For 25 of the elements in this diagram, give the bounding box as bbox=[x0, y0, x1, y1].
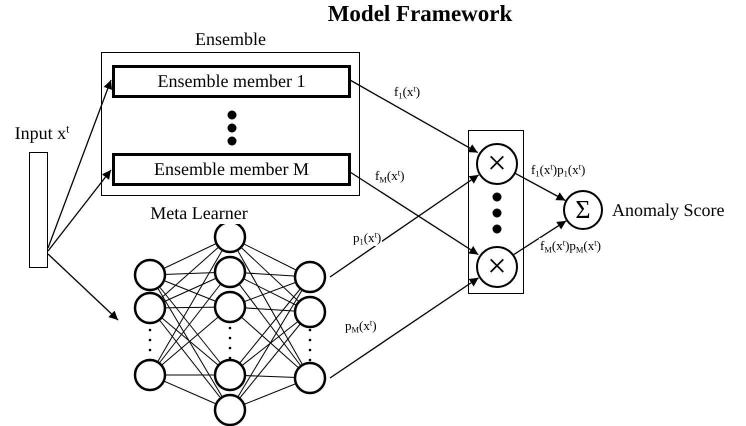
product-frame bbox=[468, 130, 524, 294]
multiply-circle: × bbox=[476, 143, 518, 185]
arrow bbox=[350, 79, 478, 154]
input-label: Input x$^{t}$ bbox=[14, 122, 70, 144]
arrow bbox=[47, 80, 112, 248]
arrow bbox=[48, 254, 118, 320]
arrow bbox=[47, 170, 112, 252]
arrow bbox=[513, 220, 567, 256]
edge-label: p$_{1}$(x$^{t}$) bbox=[352, 230, 382, 246]
edge-label: f$_{1}$(x$^{t}$) bbox=[393, 84, 422, 100]
process-box: Ensemble member 1 bbox=[112, 65, 351, 98]
arrow bbox=[350, 171, 479, 256]
edge-label: f$_{M}$(x$^{t}$)p$_{M}$(x$^{t}$) bbox=[539, 238, 602, 254]
edge-label: f$_{1}$(x$^{t}$)p$_{1}$(x$^{t}$) bbox=[530, 162, 586, 178]
edge-label: p$_{M}$(x$^{t}$) bbox=[344, 318, 378, 334]
process-box: Ensemble member M bbox=[112, 153, 351, 186]
group-heading: Ensemble bbox=[194, 28, 267, 50]
diagram-title: Model Framework bbox=[326, 0, 514, 28]
sum-circle: Σ bbox=[563, 190, 603, 230]
arrow bbox=[514, 172, 566, 202]
edge-label: f$_{M}$(x$^{t}$) bbox=[374, 168, 406, 184]
multiply-circle: × bbox=[476, 246, 518, 288]
arrow bbox=[330, 277, 479, 379]
arrow bbox=[330, 174, 480, 278]
output-label: Anomaly Score bbox=[612, 199, 724, 221]
